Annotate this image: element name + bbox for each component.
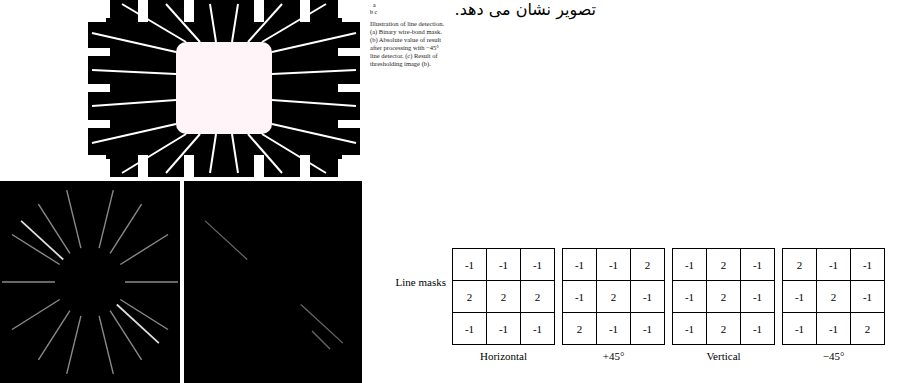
mask-cell: -1 [486,312,521,345]
mask-cell: -1 [452,248,487,281]
mask-cell: -1 [850,248,885,281]
mask-cell: -1 [782,280,817,313]
mask-cell: -1 [520,248,555,281]
mask-cell: -1 [596,248,631,281]
mask-cell: 2 [706,248,741,281]
mask-cell: -1 [596,312,631,345]
mask-cell: -1 [672,248,707,281]
mask-cell: -1 [630,280,665,313]
mask-cell: -1 [816,248,851,281]
mask-cell: -1 [630,312,665,345]
mask-cell: 2 [596,280,631,313]
wire-bond-mask [88,0,360,177]
mask-cell: 2 [782,248,817,281]
mask-cell: -1 [562,280,597,313]
mask-cell: -1 [740,280,775,313]
figure-caption: Illustration of line detection. (a) Bina… [370,20,446,68]
mask-cell: 2 [486,280,521,313]
threshold-result-image [184,181,362,383]
mask-name: −45° [778,350,889,362]
mask-cell: 2 [520,280,555,313]
panel-key: b c [370,9,386,15]
mask-cell: 2 [816,280,851,313]
mask-cell: -1 [562,248,597,281]
mask-name: Vertical [668,350,779,362]
mask-name: +45° [558,350,669,362]
text-fragment: تصویر نشان می دهد. [420,0,596,19]
mask-cell: 2 [630,248,665,281]
mask-cell: 2 [452,280,487,313]
mask-cell: -1 [850,280,885,313]
mask-cell: -1 [782,312,817,345]
mask-cell: -1 [452,312,487,345]
mask-cell: -1 [486,248,521,281]
mask-cell: -1 [520,312,555,345]
mask-cell: 2 [562,312,597,345]
mask-cell: 2 [850,312,885,345]
mask-cell: -1 [672,280,707,313]
mask-cell: 2 [706,280,741,313]
panel-key: a [373,2,383,8]
mask-cell: -1 [740,248,775,281]
detector-result-image [0,181,180,383]
table-heading: Line masks [376,276,446,288]
mask-cell: -1 [740,312,775,345]
mask-cell: 2 [706,312,741,345]
mask-cell: -1 [816,312,851,345]
mask-name: Horizontal [448,350,559,362]
mask-cell: -1 [672,312,707,345]
